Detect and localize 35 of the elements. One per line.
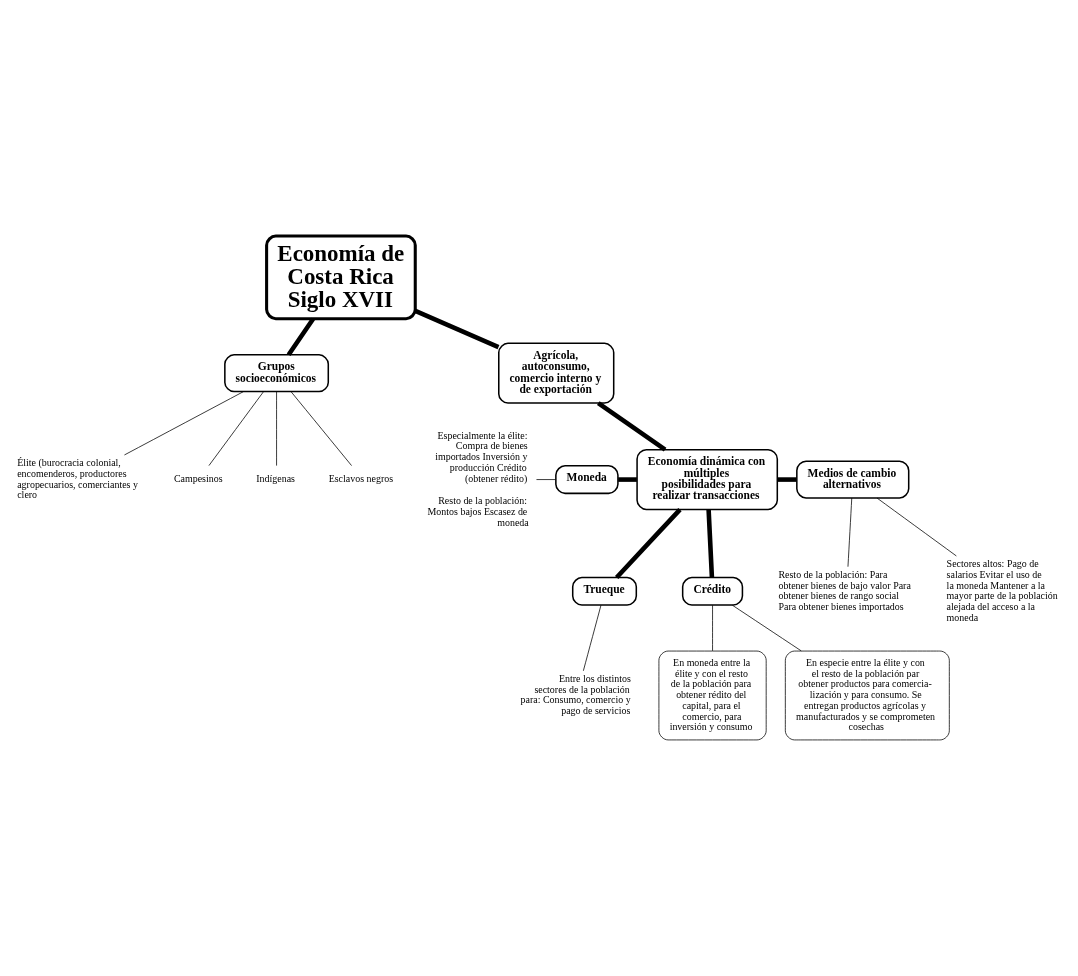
connector	[582, 604, 602, 672]
connector	[208, 391, 264, 466]
node-text: Entre los distintos sectores de la población para: Consumo, comercio y pago de servicios	[520, 673, 631, 717]
connector	[847, 497, 853, 568]
node-box: En especie entre la élite y con el resto de la población par obtener productos para comercia- lización y para consumo. Se entregan productos agrícolas y manufacturados y se comprometen cosechas	[784, 650, 950, 741]
node-text: Campesinos	[173, 473, 223, 485]
node-box: Economía dinámica con múltiples posibilidades para realizar transacciones	[636, 448, 779, 511]
connector	[615, 508, 682, 580]
node-box: Trueque	[571, 576, 638, 606]
node-box: En moneda entre la élite y con el resto de la población para obtener rédito del capital, para el comercio, para inversión y consumo	[658, 650, 767, 741]
connector	[286, 317, 315, 357]
node-box: Moneda	[555, 465, 619, 495]
node-text: Resto de la población: Para obtener bienes de bajo valor Para obtener bienes de rango social Para obtener bienes importados	[778, 568, 911, 612]
node-box: Crédito	[681, 576, 744, 606]
connector	[124, 391, 244, 456]
node-box: Grupos socioeconómicos	[224, 354, 330, 393]
node-text: Especialmente la élite: Compra de bienes importados Inversión y producción Crédito (obtener rédito) Resto de la población: Montos bajos Escasez de moneda	[427, 429, 529, 528]
connector	[276, 391, 277, 466]
connector	[712, 604, 713, 652]
connector	[732, 604, 802, 652]
node-text: Sectores altos: Pago de salarios Evitar el uso de la moneda Mantener a la mayor parte de la población alejada del acceso a la moneda	[946, 558, 1058, 623]
node-box: Medios de cambio alternativos	[796, 460, 910, 499]
node-box: Economía de Costa Rica Siglo XVII	[265, 234, 417, 321]
node-box: Agrícola, autoconsumo, comercio interno y de exportación	[498, 342, 615, 404]
connector	[777, 477, 797, 482]
connector	[414, 308, 500, 350]
node-text: Esclavos negros	[328, 473, 394, 485]
connector	[597, 401, 667, 452]
node-text: Élite (burocracia colonial, encomenderos, productores agropecuarios, comerciantes y clero	[17, 457, 138, 501]
connector	[876, 497, 957, 557]
connector	[536, 479, 557, 480]
connector	[706, 509, 715, 578]
connector	[618, 477, 637, 482]
node-text: Indígenas	[256, 473, 295, 485]
connector	[290, 391, 352, 466]
